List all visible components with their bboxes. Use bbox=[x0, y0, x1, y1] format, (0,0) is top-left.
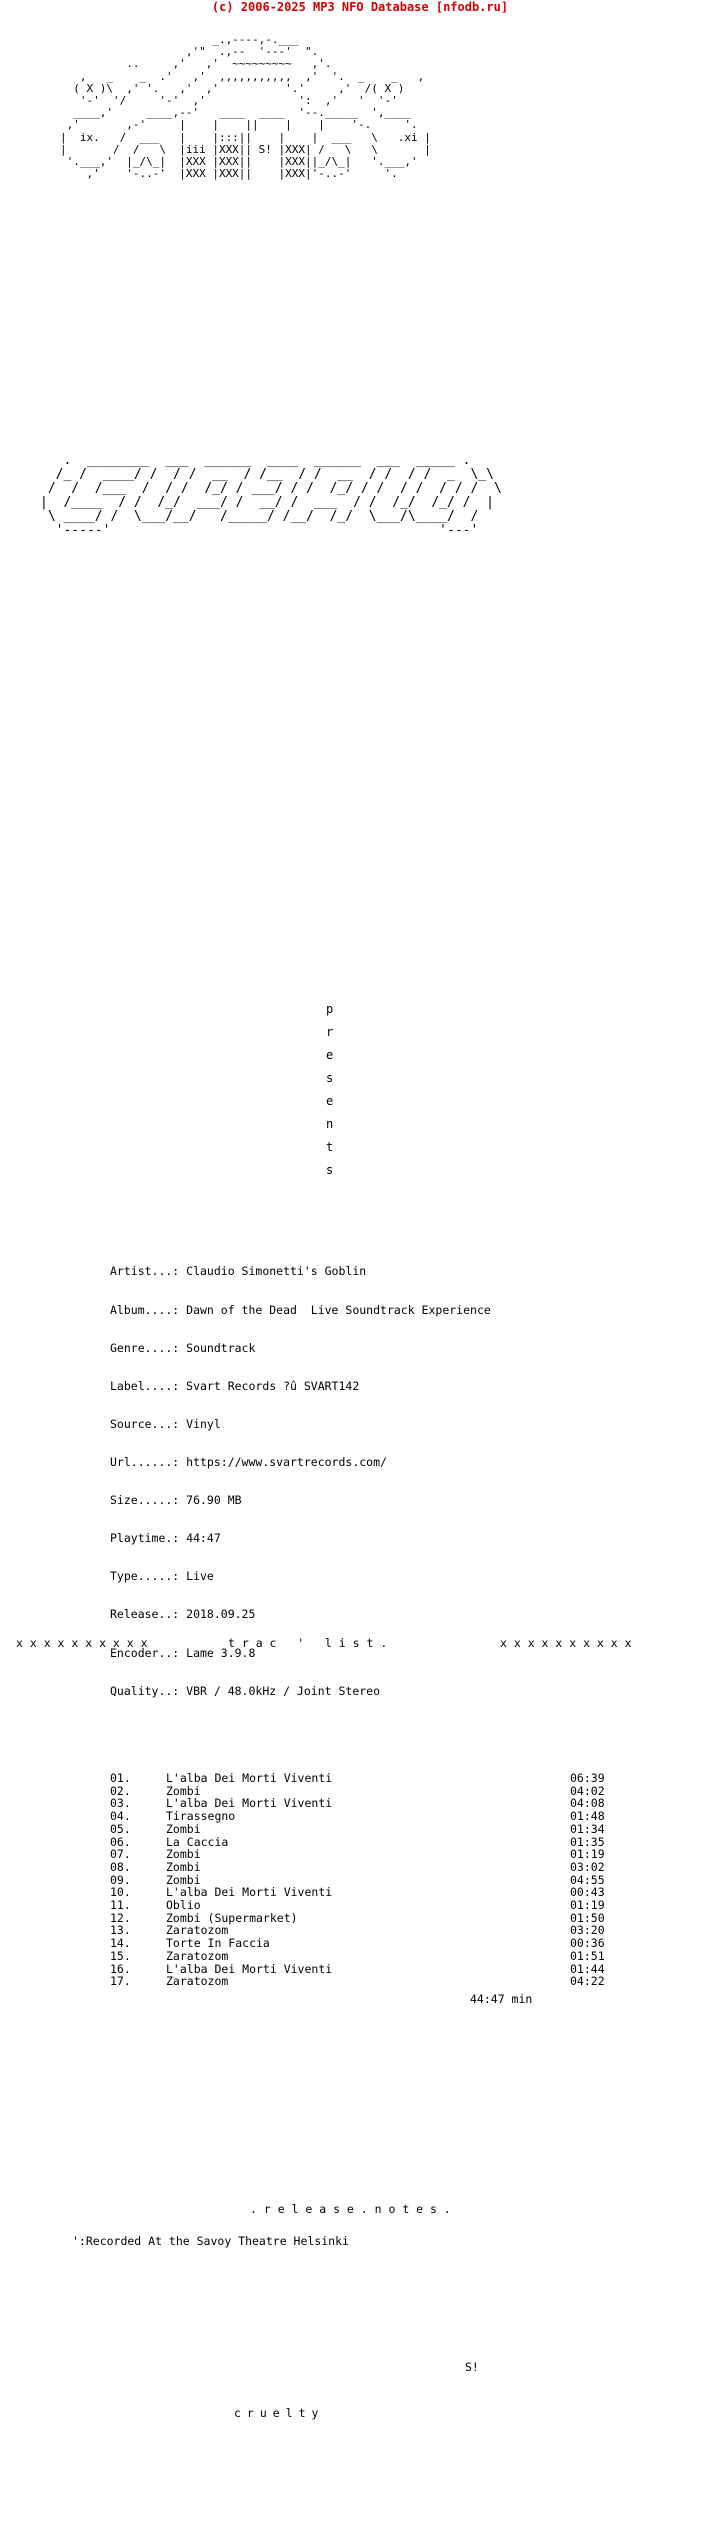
track-duration: 00:36 bbox=[570, 1936, 605, 1951]
info-album: Album....: Dawn of the Dead Live Soundtr… bbox=[110, 1302, 491, 1317]
track-title: Oblio bbox=[166, 1898, 201, 1913]
track-number: 03. bbox=[110, 1796, 131, 1811]
track-title: Zombi bbox=[166, 1847, 201, 1862]
track-row: 16. L'alba Dei Morti Viventi 01:44 bbox=[110, 1961, 630, 1976]
track-duration: 04:55 bbox=[570, 1872, 605, 1887]
track-number: 17. bbox=[110, 1974, 131, 1989]
track-duration: 03:02 bbox=[570, 1859, 605, 1874]
track-row: 13. Zaratozom 03:20 bbox=[110, 1924, 630, 1937]
ascii-header-art: _.,----,-.___ ,'" .,-- '---' ". .. ,' ,'… bbox=[60, 33, 431, 181]
track-title: Zaratozom bbox=[166, 1974, 229, 1989]
info-artist: Artist...: Claudio Simonetti's Goblin bbox=[110, 1264, 367, 1279]
info-source: Source...: Vinyl bbox=[110, 1416, 221, 1431]
track-duration: 01:48 bbox=[570, 1809, 605, 1824]
track-number: 15. bbox=[110, 1948, 131, 1963]
track-row: 17. Zaratozom 04:22 bbox=[110, 1975, 630, 1988]
presents-vertical-text: p r e s e n t s bbox=[326, 1002, 334, 1177]
release-info: Artist...: Claudio Simonetti's Goblin Al… bbox=[110, 1240, 491, 1723]
track-row: 04. Tirassegno 01:48 bbox=[110, 1810, 630, 1823]
tracklist-title: t r a c ' l i s t . bbox=[228, 1636, 388, 1650]
track-number: 11. bbox=[110, 1898, 131, 1913]
track-title: Zombi bbox=[166, 1872, 201, 1887]
track-title: Zombi bbox=[166, 1783, 201, 1798]
info-label: Label....: Svart Records ?û SVART142 bbox=[110, 1378, 360, 1393]
track-title: Zaratozom bbox=[166, 1923, 229, 1938]
track-duration: 01:50 bbox=[570, 1910, 605, 1925]
track-title: L'alba Dei Morti Viventi bbox=[166, 1796, 333, 1811]
track-row: 02. Zombi 04:02 bbox=[110, 1783, 630, 1798]
track-row: 12. Zombi (Supermarket) 01:50 bbox=[110, 1912, 630, 1925]
track-title: L'alba Dei Morti Viventi bbox=[166, 1961, 333, 1976]
track-duration: 03:20 bbox=[570, 1923, 605, 1938]
track-duration: 01:34 bbox=[570, 1821, 605, 1836]
track-duration: 00:43 bbox=[570, 1885, 605, 1900]
track-number: 02. bbox=[110, 1783, 131, 1798]
track-row: 03. L'alba Dei Morti Viventi 04:08 bbox=[110, 1797, 630, 1810]
track-duration: 01:44 bbox=[570, 1961, 605, 1976]
info-encoder: Encoder..: Lame 3.9.8 bbox=[110, 1645, 256, 1660]
group-name: cruelty bbox=[234, 2406, 325, 2420]
total-time: 44:47 min bbox=[470, 1992, 533, 2006]
track-row: 10. L'alba Dei Morti Viventi 00:43 bbox=[110, 1886, 630, 1899]
ascii-art-document: _.,----,-.___ ,'" .,-- '---' ". .. ,' ,'… bbox=[0, 14, 720, 2544]
track-row: 06. La Caccia 01:35 bbox=[110, 1834, 630, 1849]
info-release: Release..: 2018.09.25 bbox=[110, 1607, 256, 1622]
track-row: 11. Oblio 01:19 bbox=[110, 1899, 630, 1912]
info-quality: Quality..: VBR / 48.0kHz / Joint Stereo bbox=[110, 1683, 381, 1698]
info-size: Size.....: 76.90 MB bbox=[110, 1493, 242, 1508]
track-duration: 04:22 bbox=[570, 1974, 605, 1989]
nfodb-banner: (c) 2006-2025 MP3 NFO Database [nfodb.ru… bbox=[211, 0, 509, 14]
track-title: L'alba Dei Morti Viventi bbox=[166, 1885, 333, 1900]
track-row: 15. Zaratozom 01:51 bbox=[110, 1950, 630, 1963]
track-number: 08. bbox=[110, 1859, 131, 1874]
tracklist-left-xs: x x x x x x x x x x bbox=[16, 1636, 148, 1650]
track-number: 01. bbox=[110, 1771, 131, 1785]
track-duration: 01:51 bbox=[570, 1948, 605, 1963]
track-row: 07. Zombi 01:19 bbox=[110, 1848, 630, 1861]
track-row: 08. Zombi 03:02 bbox=[110, 1861, 630, 1874]
track-number: 14. bbox=[110, 1936, 131, 1951]
track-number: 09. bbox=[110, 1872, 131, 1887]
track-number: 06. bbox=[110, 1834, 131, 1849]
track-number: 10. bbox=[110, 1885, 131, 1900]
track-title: Torte In Faccia bbox=[166, 1936, 270, 1951]
track-duration: 01:35 bbox=[570, 1834, 605, 1849]
info-type: Type.....: Live bbox=[110, 1569, 214, 1584]
track-title: L'alba Dei Morti Viventi bbox=[166, 1771, 333, 1785]
track-duration: 04:02 bbox=[570, 1783, 605, 1798]
track-title: Zombi bbox=[166, 1821, 201, 1836]
tracklist-right-xs: x x x x x x x x x x bbox=[500, 1636, 632, 1650]
ascii-logo-art: . ________ ___ ______ ____ ______ ___ __… bbox=[40, 453, 502, 538]
track-title: Zombi bbox=[166, 1859, 201, 1874]
info-url: Url......: https://www.svartrecords.com/ bbox=[110, 1454, 387, 1469]
track-duration: 01:19 bbox=[570, 1898, 605, 1913]
track-duration: 01:19 bbox=[570, 1847, 605, 1862]
track-title: La Caccia bbox=[166, 1834, 229, 1849]
track-title: Zombi (Supermarket) bbox=[166, 1910, 298, 1925]
release-notes-text: ':Recorded At the Savoy Theatre Helsinki bbox=[72, 2234, 349, 2248]
track-row: 01. L'alba Dei Morti Viventi 06:39 bbox=[110, 1772, 630, 1785]
track-number: 05. bbox=[110, 1821, 131, 1836]
track-row: 14. Torte In Faccia 00:36 bbox=[110, 1937, 630, 1950]
info-genre: Genre....: Soundtrack bbox=[110, 1340, 256, 1355]
track-duration: 06:39 bbox=[570, 1771, 605, 1785]
track-row: 05. Zombi 01:34 bbox=[110, 1823, 630, 1836]
track-number: 07. bbox=[110, 1847, 131, 1862]
footer-tag: S! bbox=[465, 2360, 479, 2374]
track-number: 12. bbox=[110, 1910, 131, 1925]
track-number: 16. bbox=[110, 1961, 131, 1976]
track-duration: 04:08 bbox=[570, 1796, 605, 1811]
track-row: 09. Zombi 04:55 bbox=[110, 1872, 630, 1887]
track-number: 04. bbox=[110, 1809, 131, 1824]
release-notes-title: . r e l e a s e . n o t e s . bbox=[250, 2202, 451, 2216]
track-title: Zaratozom bbox=[166, 1948, 229, 1963]
info-playtime: Playtime.: 44:47 bbox=[110, 1531, 221, 1546]
track-title: Tirassegno bbox=[166, 1809, 236, 1824]
track-number: 13. bbox=[110, 1923, 131, 1938]
tracklist: 01. L'alba Dei Morti Viventi 06:39 02. Zombi… bbox=[110, 1772, 630, 1988]
